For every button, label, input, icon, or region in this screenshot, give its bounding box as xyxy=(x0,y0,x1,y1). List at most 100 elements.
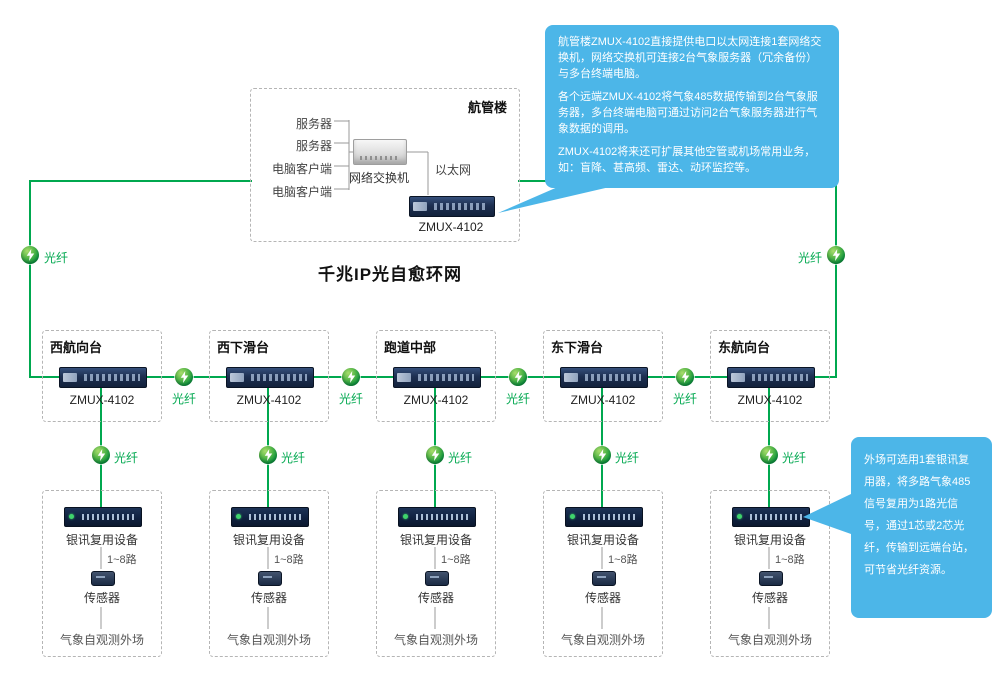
sensor-label: 传感器 xyxy=(250,591,287,605)
mux-device-image xyxy=(231,507,309,527)
station-box: 跑道中部 ZMUX-4102 xyxy=(376,330,496,422)
mux-device-label: 银讯复用设备 xyxy=(65,533,138,547)
fiber-node-icon xyxy=(509,368,527,386)
sensor-label: 传感器 xyxy=(417,591,454,605)
fiber-label: 光纤 xyxy=(338,392,363,406)
station-name: 西航向台 xyxy=(50,340,103,355)
station-name: 东下滑台 xyxy=(551,340,604,355)
callout-paragraph: ZMUX-4102将来还可扩展其他空管或机场常用业务，如：盲降、甚高频、雷达、动… xyxy=(558,145,816,174)
station-box: 东下滑台 ZMUX-4102 xyxy=(543,330,663,422)
callout-bottom: 外场可选用1套银讯复用器，将多路气象485信号复用为1路光信号，通过1芯或2芯光… xyxy=(851,437,992,618)
terminal-label: 电脑客户端 xyxy=(271,162,332,176)
sensor-icon xyxy=(425,571,449,586)
sensor-label: 传感器 xyxy=(83,591,120,605)
zmux-device-label: ZMUX-4102 xyxy=(418,220,484,234)
fiber-label: 光纤 xyxy=(615,451,640,465)
lightning-bolt-icon xyxy=(347,371,355,383)
network-switch-image xyxy=(353,139,407,165)
fiber-label: 光纤 xyxy=(782,451,807,465)
fiber-label: 光纤 xyxy=(44,251,69,265)
terminal-label: 电脑客户端 xyxy=(271,185,332,199)
zmux-device-label: ZMUX-4102 xyxy=(570,393,636,407)
terminal-label: 服务器 xyxy=(295,117,332,131)
field-site-box: 银讯复用设备 1~8路 传感器 气象自观测外场 xyxy=(209,490,329,657)
lightning-bolt-icon xyxy=(180,371,188,383)
zmux-device-label: ZMUX-4102 xyxy=(737,393,803,407)
lightning-bolt-icon xyxy=(264,449,272,461)
field-site-box: 银讯复用设备 1~8路 传感器 气象自观测外场 xyxy=(543,490,663,657)
fiber-node-icon xyxy=(426,446,444,464)
station-box: 西航向台 ZMUX-4102 xyxy=(42,330,162,422)
channels-label: 1~8路 xyxy=(775,554,805,566)
lightning-bolt-icon xyxy=(514,371,522,383)
mux-device-label: 银讯复用设备 xyxy=(733,533,806,547)
field-site-label: 气象自观测外场 xyxy=(727,633,812,647)
ethernet-label: 以太网 xyxy=(435,163,472,177)
station-box: 西下滑台 ZMUX-4102 xyxy=(209,330,329,422)
zmux-device-image xyxy=(727,367,815,388)
field-site-label: 气象自观测外场 xyxy=(59,633,144,647)
lightning-bolt-icon xyxy=(431,449,439,461)
mux-device-image xyxy=(64,507,142,527)
channels-label: 1~8路 xyxy=(441,554,471,566)
lightning-bolt-icon xyxy=(26,249,34,261)
sensor-label: 传感器 xyxy=(584,591,621,605)
lightning-bolt-icon xyxy=(681,371,689,383)
fiber-node-icon xyxy=(92,446,110,464)
mux-device-image xyxy=(732,507,810,527)
mux-device-label: 银讯复用设备 xyxy=(399,533,472,547)
field-site-label: 气象自观测外场 xyxy=(226,633,311,647)
field-site-box: 银讯复用设备 1~8路 传感器 气象自观测外场 xyxy=(710,490,830,657)
callout-paragraph: 各个远端ZMUX-4102将气象485数据传输到2台气象服务器，多台终端电脑可通… xyxy=(558,90,818,135)
zmux-device-label: ZMUX-4102 xyxy=(236,393,302,407)
station-name: 跑道中部 xyxy=(384,340,437,355)
network-switch-label: 网络交换机 xyxy=(348,171,409,185)
field-site-box: 银讯复用设备 1~8路 传感器 气象自观测外场 xyxy=(376,490,496,657)
field-site-label: 气象自观测外场 xyxy=(560,633,645,647)
fiber-label: 光纤 xyxy=(448,451,473,465)
diagram-title: 千兆IP光自愈环网 xyxy=(317,265,463,284)
control-building-label: 航管楼 xyxy=(467,100,507,115)
fiber-label: 光纤 xyxy=(171,392,196,406)
field-site-label: 气象自观测外场 xyxy=(393,633,478,647)
lightning-bolt-icon xyxy=(765,449,773,461)
sensor-icon xyxy=(258,571,282,586)
lightning-bolt-icon xyxy=(598,449,606,461)
fiber-node-icon xyxy=(259,446,277,464)
sensor-icon xyxy=(759,571,783,586)
fiber-label: 光纤 xyxy=(505,392,530,406)
fiber-node-icon xyxy=(593,446,611,464)
callout-paragraph: 外场可选用1套银讯复用器，将多路气象485信号复用为1路光信号，通过1芯或2芯光… xyxy=(864,454,974,576)
zmux-device-image xyxy=(226,367,314,388)
zmux-device-label: ZMUX-4102 xyxy=(403,393,469,407)
channels-label: 1~8路 xyxy=(608,554,638,566)
field-site-box: 银讯复用设备 1~8路 传感器 气象自观测外场 xyxy=(42,490,162,657)
zmux-device-image xyxy=(409,196,495,217)
fiber-node-icon xyxy=(760,446,778,464)
sensor-icon xyxy=(91,571,115,586)
fiber-node-icon xyxy=(827,246,845,264)
station-name: 西下滑台 xyxy=(217,340,270,355)
zmux-device-image xyxy=(59,367,147,388)
fiber-label: 光纤 xyxy=(672,392,697,406)
mux-device-label: 银讯复用设备 xyxy=(232,533,305,547)
terminal-label: 服务器 xyxy=(295,139,332,153)
mux-device-label: 银讯复用设备 xyxy=(566,533,639,547)
zmux-device-image xyxy=(560,367,648,388)
fiber-node-icon xyxy=(342,368,360,386)
callout-top: 航管楼ZMUX-4102直接提供电口以太网连接1套网络交换机，网络交换机可连接2… xyxy=(545,25,839,188)
mux-device-image xyxy=(398,507,476,527)
station-name: 东航向台 xyxy=(718,340,771,355)
fiber-label: 光纤 xyxy=(114,451,139,465)
channels-label: 1~8路 xyxy=(274,554,304,566)
station-box: 东航向台 ZMUX-4102 xyxy=(710,330,830,422)
control-building-box: 航管楼 服务器 服务器 电脑客户端 电脑客户端 网络交换机 以太网 ZMUX-4… xyxy=(250,88,520,242)
channels-label: 1~8路 xyxy=(107,554,137,566)
fiber-node-icon xyxy=(676,368,694,386)
zmux-device-label: ZMUX-4102 xyxy=(69,393,135,407)
mux-device-image xyxy=(565,507,643,527)
callout-paragraph: 航管楼ZMUX-4102直接提供电口以太网连接1套网络交换机，网络交换机可连接2… xyxy=(558,36,822,80)
fiber-node-icon xyxy=(175,368,193,386)
fiber-label: 光纤 xyxy=(281,451,306,465)
